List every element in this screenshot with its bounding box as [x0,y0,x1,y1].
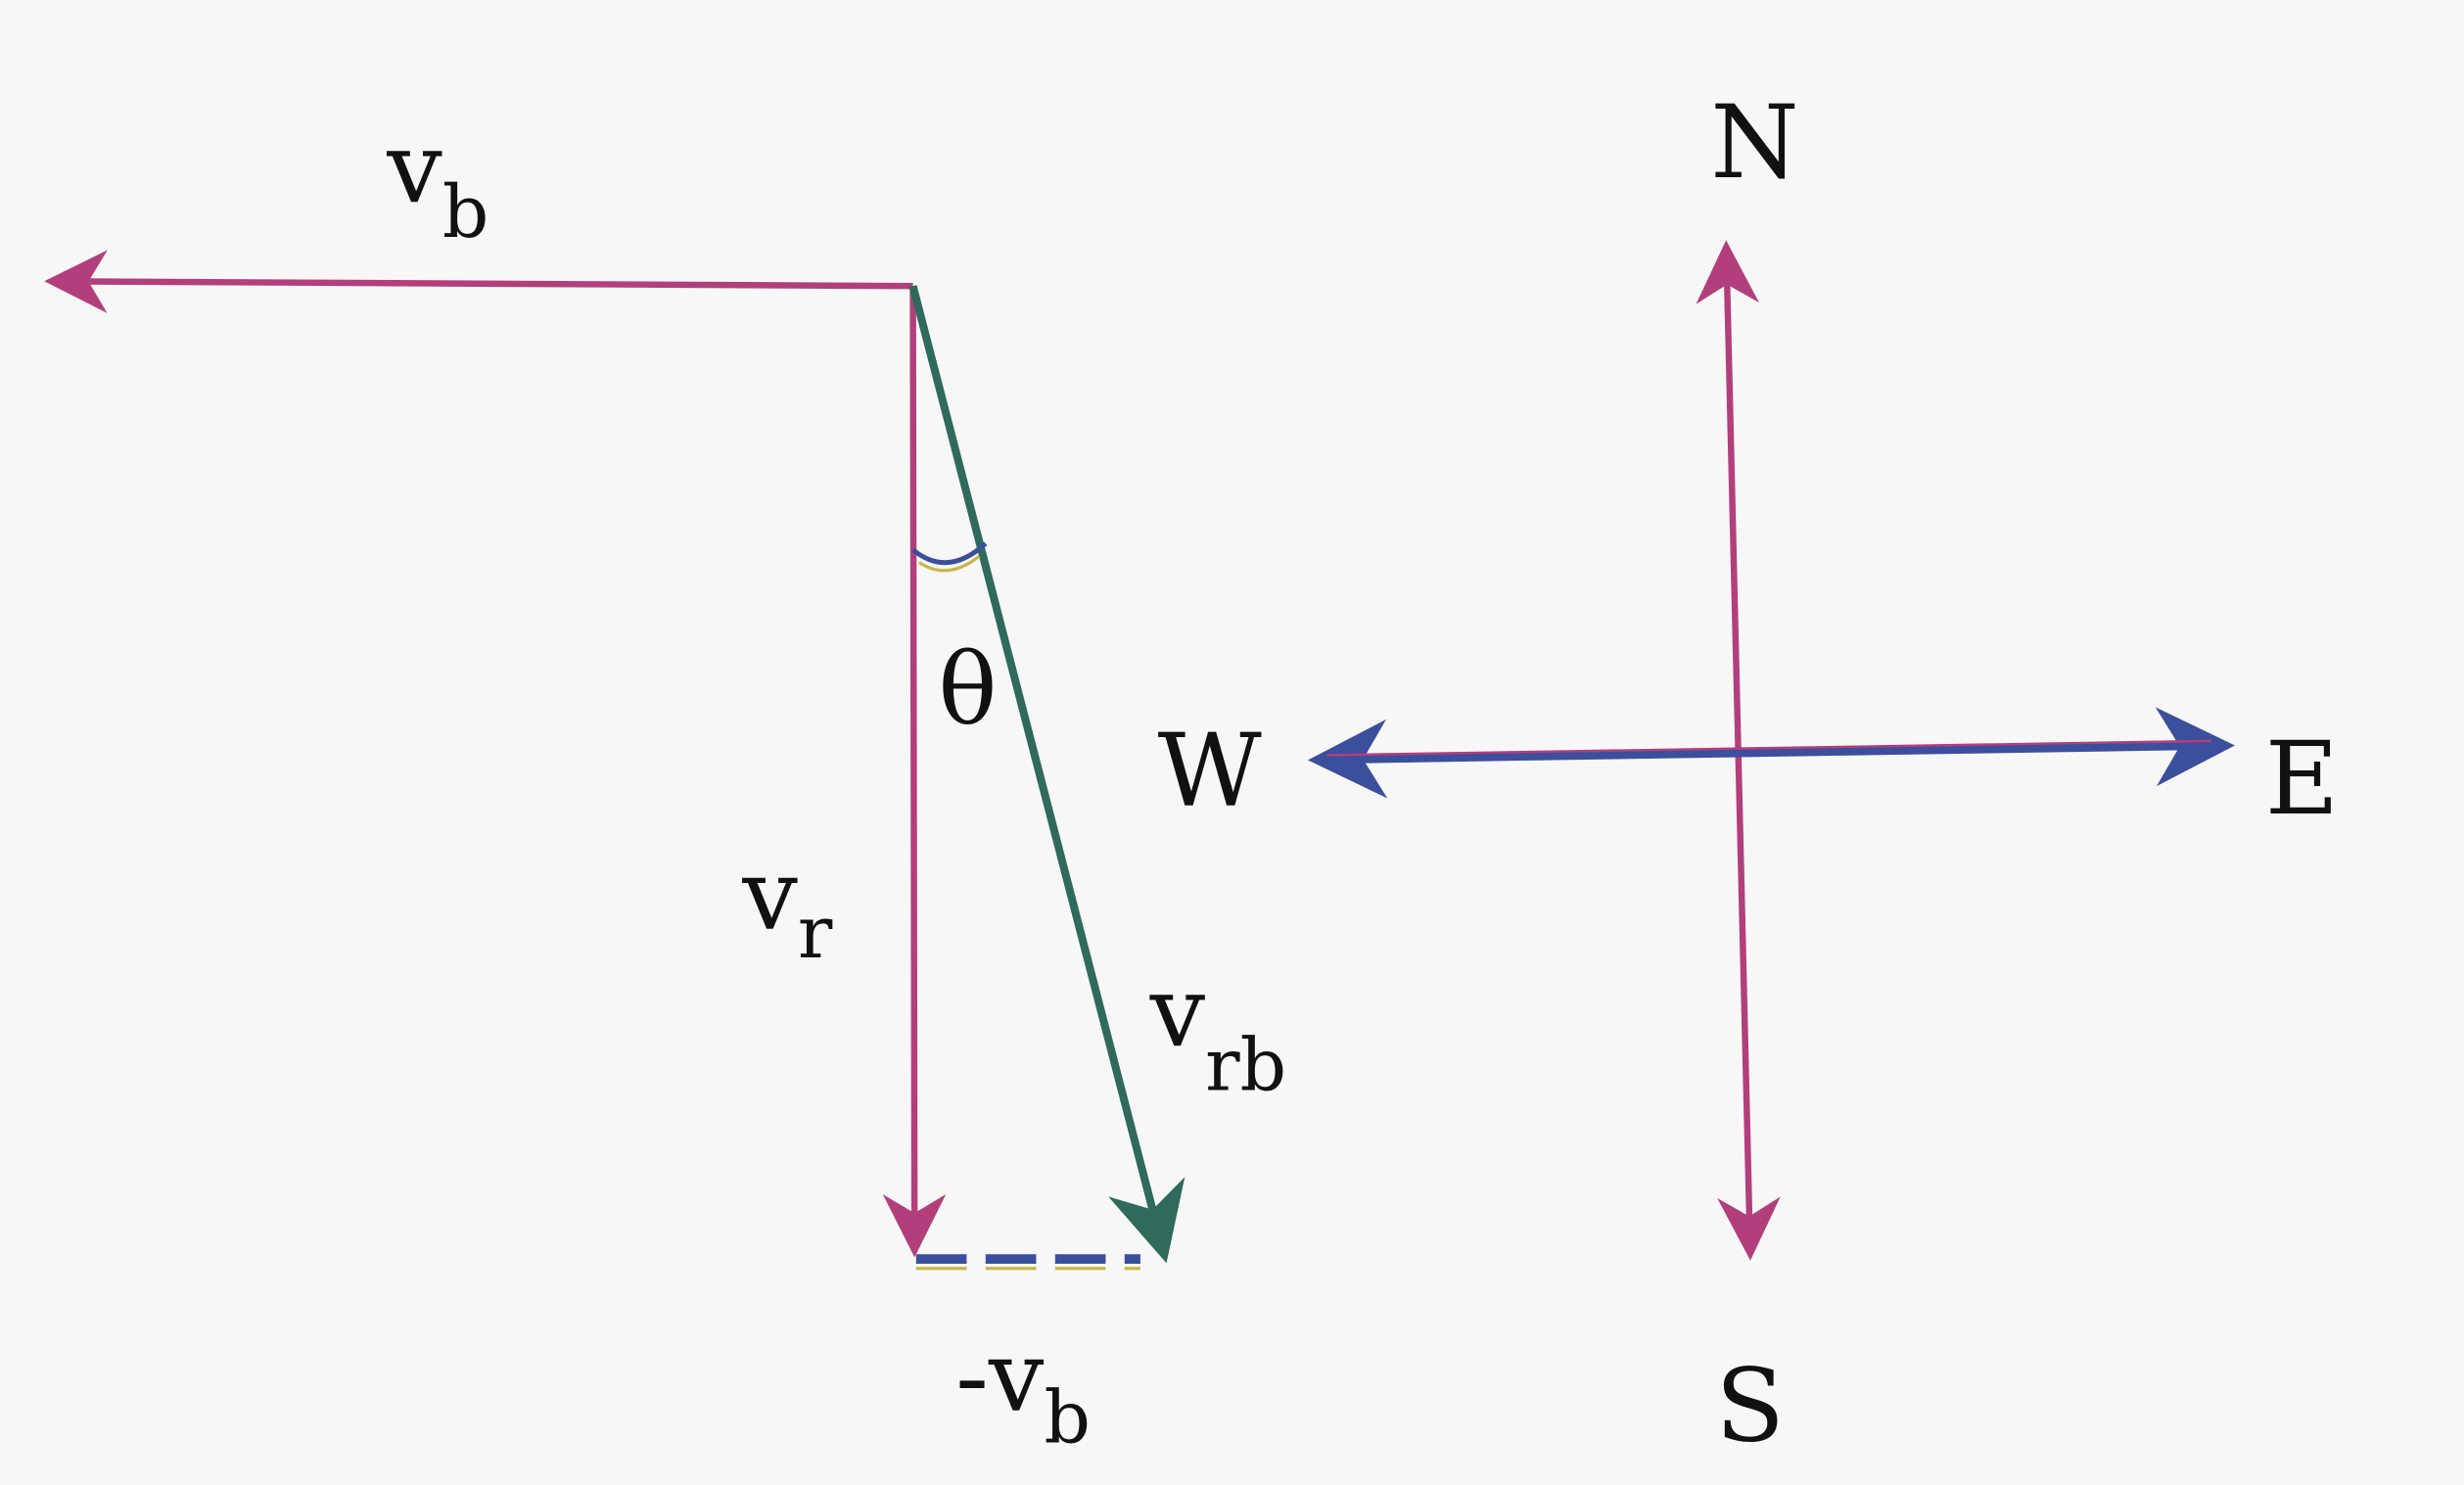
compass-west: W [1158,713,1262,830]
theta-label: θ [938,632,997,747]
vb-label: vb [386,112,488,255]
vr-label: vr [741,838,833,975]
vrb-label: vrb [1149,954,1286,1107]
compass-east: E [2265,720,2339,838]
compass-north: N [1710,84,1798,202]
angle-arc [911,541,988,565]
vr-arrow [882,286,947,1258]
neg-vb-label: -vb [955,1320,1091,1460]
compass-south: S [1715,1348,1785,1465]
vrb-arrow [908,285,1186,1264]
vb-arrow [44,250,913,313]
west-east-axis [1307,707,2236,799]
